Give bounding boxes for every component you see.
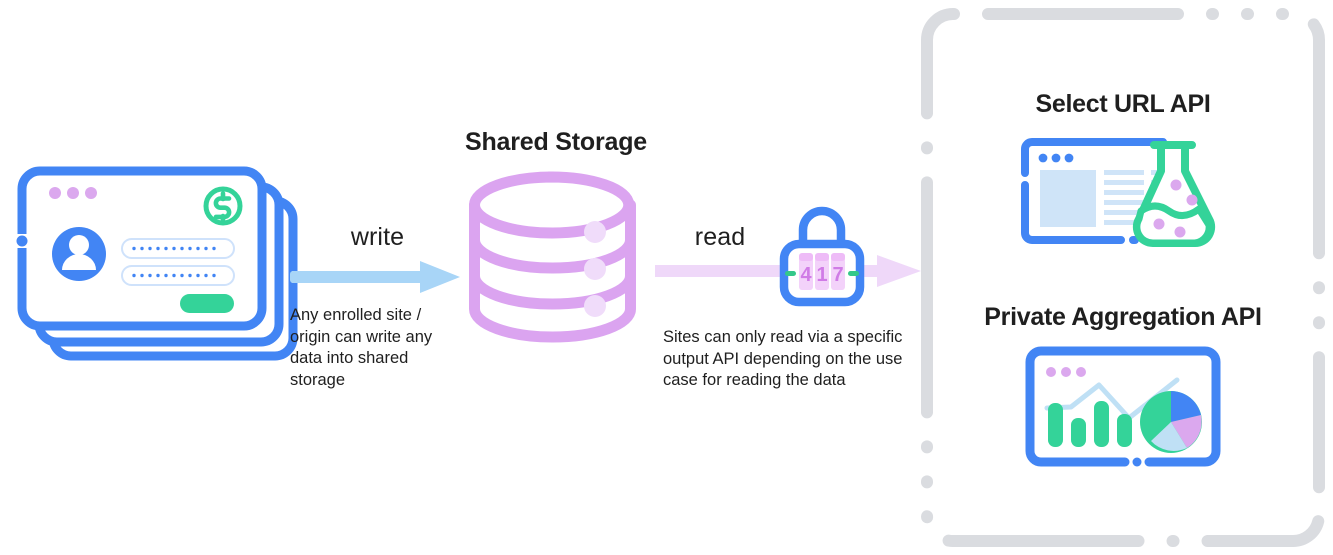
dashed-group-panel: Select URL API xyxy=(921,8,1325,547)
submit-button-icon xyxy=(180,294,234,313)
site-stack-svg xyxy=(16,166,298,361)
user-avatar-icon xyxy=(52,227,106,281)
output-item-private-aggregation: Private Aggregation API xyxy=(921,303,1325,475)
lock-dials xyxy=(799,253,845,290)
dollar-coin-icon xyxy=(203,186,243,226)
write-flow-group: write Any enrolled site / origin can wri… xyxy=(290,222,465,391)
sample-dot xyxy=(1170,179,1182,191)
write-label: write xyxy=(350,223,405,251)
analytics-dashboard-icon xyxy=(1025,346,1221,475)
sample-dot xyxy=(1186,194,1198,206)
erlenmeyer-flask-icon xyxy=(1132,141,1216,248)
lock-digit-1: 4 xyxy=(800,264,812,286)
bar-chart xyxy=(1048,401,1132,447)
lock-svg: 4 1 7 xyxy=(779,206,865,307)
window-dots-icon xyxy=(49,187,97,199)
private-aggregation-api-title: Private Aggregation API xyxy=(984,303,1262,331)
lock-tick-right xyxy=(848,271,859,276)
read-caption: Sites can only read via a specific outpu… xyxy=(663,328,903,389)
window-dots-icon xyxy=(1046,367,1086,377)
read-label: read xyxy=(694,223,746,251)
combination-lock-icon: 4 1 7 xyxy=(779,203,865,312)
cylinder-svg xyxy=(469,171,636,343)
private-agg-figure-svg xyxy=(1025,346,1221,467)
sample-dot xyxy=(1174,226,1186,238)
select-url-api-title: Select URL API xyxy=(1035,90,1211,118)
window-dots-icon xyxy=(1038,153,1074,163)
page-title: Shared Storage xyxy=(465,128,647,156)
dashed-border-icon xyxy=(921,8,1325,547)
pie-chart xyxy=(1140,391,1202,453)
stacked-browser-windows-icon xyxy=(14,166,304,366)
browser-with-flask-icon xyxy=(1015,133,1231,254)
select-url-figure-svg xyxy=(1021,138,1216,248)
database-cylinder-icon xyxy=(465,166,640,361)
write-caption: Any enrolled site / origin can write any… xyxy=(290,306,433,389)
content-block xyxy=(1040,170,1096,227)
sample-dot xyxy=(1153,218,1165,230)
lock-tick-left xyxy=(785,271,796,276)
lock-digit-2: 1 xyxy=(816,264,827,286)
lock-digit-3: 7 xyxy=(832,264,843,286)
write-arrow-icon xyxy=(290,261,460,293)
credential-field xyxy=(121,238,235,259)
credential-field xyxy=(121,265,235,286)
output-item-select-url: Select URL API xyxy=(921,90,1325,254)
